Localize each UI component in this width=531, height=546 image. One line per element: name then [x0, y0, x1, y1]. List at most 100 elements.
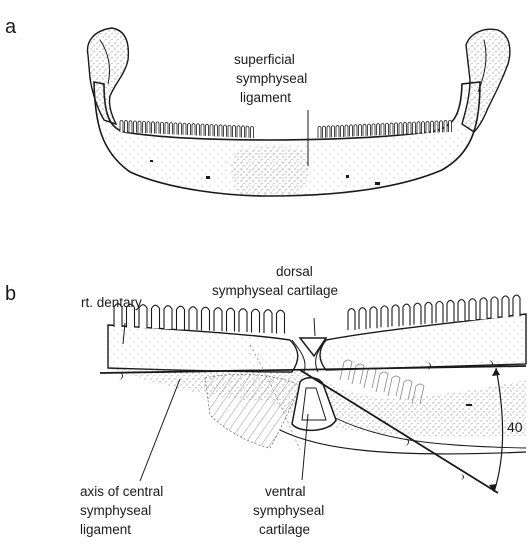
tooth [246, 126, 249, 138]
tooth [206, 124, 209, 136]
panel-a-letter: a [5, 16, 17, 38]
panel-a: a superficial sy [5, 16, 510, 196]
tooth [345, 125, 348, 137]
tooth [435, 121, 438, 133]
tooth [444, 120, 447, 132]
panel-b: b [5, 264, 526, 537]
tooth [277, 310, 285, 333]
svg-text:ligament: ligament [80, 522, 131, 537]
svg-text:cartilage: cartilage [259, 522, 310, 537]
tooth [192, 124, 195, 136]
tooth [318, 126, 321, 138]
tooth [381, 123, 384, 135]
tooth [214, 308, 222, 331]
tooth [480, 298, 487, 319]
tooth [395, 123, 398, 135]
tooth [491, 297, 498, 318]
tooth [372, 124, 375, 136]
tooth [156, 122, 159, 134]
ventral-symphyseal-cartilage-label: ventral symphyseal cartilage [253, 484, 324, 537]
tooth [449, 120, 452, 132]
tooth [359, 124, 362, 136]
tooth [242, 126, 245, 138]
tooth [125, 120, 128, 132]
symphysis-detail-drawing [100, 295, 526, 493]
tooth [386, 123, 389, 135]
svg-text:ventral: ventral [265, 484, 306, 499]
tooth [251, 126, 254, 138]
svg-text:symphyseal: symphyseal [80, 503, 151, 518]
tooth [370, 307, 377, 328]
tooth [143, 121, 146, 133]
tooth [469, 299, 476, 320]
tooth [354, 125, 357, 137]
left-jaw-process [88, 28, 129, 124]
tooth [174, 123, 177, 135]
tooth [264, 310, 272, 333]
dorsal-symphyseal-cartilage-label: dorsal symphyseal cartilage [212, 264, 338, 298]
tooth [417, 122, 420, 134]
tooth [399, 123, 402, 135]
tooth [202, 307, 210, 330]
tooth [436, 301, 443, 322]
tooth [336, 125, 339, 137]
symphysis-shading [231, 147, 309, 196]
tooth [252, 309, 260, 332]
tooth [377, 124, 380, 136]
tooth [237, 126, 240, 138]
tooth [161, 122, 164, 134]
svg-text:symphyseal: symphyseal [253, 503, 324, 518]
tooth [422, 121, 425, 133]
tooth [458, 300, 465, 321]
tooth [403, 304, 410, 325]
panel-b-letter: b [5, 283, 16, 305]
tooth [327, 126, 330, 138]
tooth [363, 124, 366, 136]
tooth [381, 306, 388, 327]
tooth [390, 123, 393, 135]
right-jaw-process [462, 29, 510, 132]
tooth [350, 125, 353, 137]
tooth [183, 123, 186, 135]
tooth [227, 308, 235, 331]
replacement-tooth [388, 376, 400, 396]
tooth [179, 123, 182, 135]
tooth [138, 121, 141, 133]
tooth [228, 125, 231, 137]
tooth [239, 309, 247, 332]
tooth [359, 308, 366, 329]
tooth [404, 122, 407, 134]
tooth [348, 309, 355, 330]
replacement-tooth [364, 368, 376, 388]
tooth [197, 124, 200, 136]
tooth [189, 307, 197, 330]
superficial-symphyseal-ligament-label: superficial symphyseal ligament [234, 52, 307, 105]
angle-value-label: 40 [507, 419, 523, 435]
tooth [201, 124, 204, 136]
svg-text:dorsal: dorsal [276, 264, 313, 279]
svg-text:axis of central: axis of central [80, 484, 163, 499]
tooth [368, 124, 371, 136]
tooth [426, 121, 429, 133]
tooth [152, 122, 155, 134]
tooth [431, 121, 434, 133]
tooth [215, 125, 218, 137]
tooth [440, 121, 443, 133]
tooth [165, 122, 168, 134]
tooth [188, 123, 191, 135]
tooth [323, 126, 326, 138]
tooth [502, 296, 509, 317]
tooth [219, 125, 222, 137]
tooth [408, 122, 411, 134]
tooth [425, 302, 432, 323]
replacement-tooth [376, 372, 388, 392]
tooth [170, 123, 173, 135]
tooth [392, 305, 399, 326]
tooth [152, 305, 160, 328]
rt-dentary-label: rt. dentary [81, 295, 142, 310]
tooth [447, 300, 454, 321]
tooth [513, 295, 520, 316]
tooth [413, 122, 416, 134]
lower-jaw-drawing [88, 28, 510, 196]
